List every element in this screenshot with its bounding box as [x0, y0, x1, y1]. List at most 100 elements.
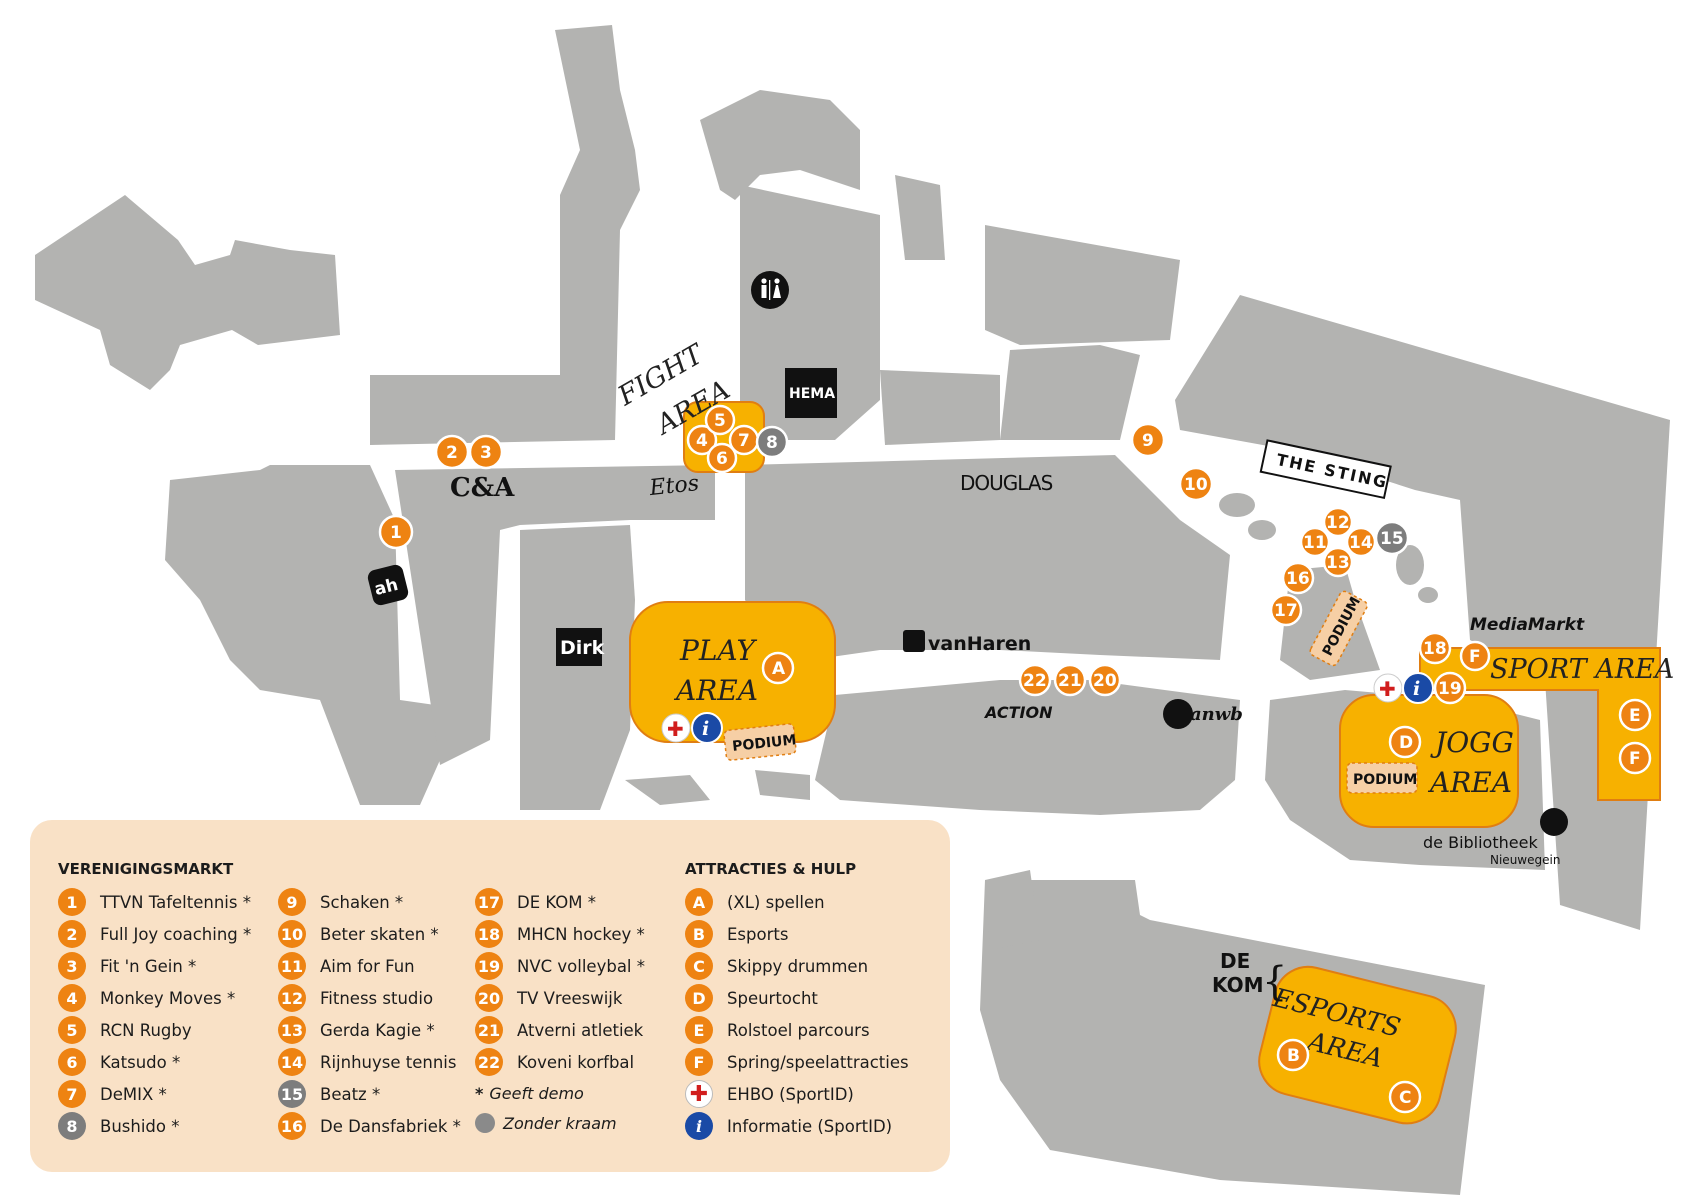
podium-jogg-label: PODIUM	[1353, 772, 1417, 788]
sport-area-label: SPORT AREA	[1490, 654, 1674, 685]
legend-badge: i	[685, 1112, 713, 1140]
marker-B[interactable]: B	[1276, 1038, 1310, 1072]
marker-E[interactable]: E	[1618, 698, 1652, 732]
marker-2[interactable]: 2	[434, 434, 470, 470]
marker-7[interactable]: 7	[728, 424, 760, 456]
legend-label: Schaken *	[320, 892, 404, 912]
legend-label: Atverni atletiek	[517, 1020, 644, 1040]
legend-label: De Dansfabriek *	[320, 1116, 461, 1136]
legend-title-verenigingsmarkt: VERENIGINGSMARKT	[58, 860, 234, 878]
sport-area[interactable]: SPORT AREA	[1419, 647, 1674, 801]
marker-17[interactable]: 17	[1269, 593, 1303, 627]
marker-1[interactable]: 1	[378, 514, 414, 550]
building-south-small1	[625, 775, 710, 805]
podium-jogg: PODIUM	[1346, 762, 1418, 794]
legend-badge: 21	[475, 1016, 503, 1044]
building-north-tower-left	[555, 25, 640, 440]
podium-play: PODIUM	[723, 723, 797, 761]
jogg-area-zone[interactable]	[1339, 694, 1519, 828]
marker-3[interactable]: 3	[468, 434, 504, 470]
legend-badge: 17	[475, 888, 503, 916]
jogg-area-label-2: AREA	[1427, 766, 1512, 799]
first-aid-icon[interactable]: ✚	[661, 713, 691, 743]
legend-label: Monkey Moves *	[100, 988, 236, 1008]
marker-14[interactable]: 14	[1345, 526, 1377, 558]
marker-16[interactable]: 16	[1281, 561, 1315, 595]
legend-label: Speurtocht	[727, 988, 818, 1008]
anwb-logo: anwb	[1190, 704, 1243, 725]
vanharen-logo: vanHaren	[928, 633, 1031, 655]
building-hema	[740, 185, 880, 440]
marker-12[interactable]: 12	[1322, 506, 1354, 538]
play-area-zone[interactable]	[629, 601, 836, 743]
marker-20[interactable]: 20	[1088, 663, 1122, 697]
legend-label: DE KOM *	[517, 892, 597, 912]
legend-label: (XL) spellen	[727, 892, 825, 912]
legend-badge: 22	[475, 1048, 503, 1076]
marker-15[interactable]: 15	[1374, 520, 1410, 556]
info-icon[interactable]: i	[691, 712, 723, 744]
svg-text:14: 14	[1349, 533, 1373, 553]
dirk-logo-box	[556, 628, 602, 666]
ca-logo: C&A	[450, 473, 515, 503]
svg-text:9: 9	[1142, 431, 1154, 451]
marker-10[interactable]: 10	[1178, 466, 1214, 502]
svg-text:✚: ✚	[1379, 677, 1396, 701]
legend-badge: 16	[278, 1112, 306, 1140]
marker-9[interactable]: 9	[1130, 422, 1166, 458]
aid-markers[interactable]: ✚ i ✚ i	[661, 672, 1434, 744]
markers[interactable]: 1 2 3 4 5 6 7 8 9 10 11 12 13 14 15 16 1…	[378, 404, 1652, 1114]
marker-21[interactable]: 21	[1053, 663, 1087, 697]
building-thesting	[1175, 295, 1670, 930]
svg-text:B: B	[1287, 1046, 1300, 1066]
legend-badge: 1	[58, 888, 86, 916]
marker-8[interactable]: 8	[755, 425, 789, 459]
building-north-arc	[700, 90, 860, 200]
marker-11[interactable]: 11	[1299, 526, 1331, 558]
legend-badge: ✚	[685, 1080, 713, 1108]
marker-22[interactable]: 22	[1018, 663, 1052, 697]
marker-F-sport-top[interactable]: F	[1459, 640, 1491, 672]
legend-badge: 3	[58, 952, 86, 980]
legend-badge: 9	[278, 888, 306, 916]
building-south-left-block	[985, 870, 1040, 950]
marker-6[interactable]: 6	[706, 442, 738, 474]
ah-logo-box	[367, 564, 409, 606]
jogg-area[interactable]: JOGG AREA	[1339, 694, 1519, 828]
svg-text:6: 6	[716, 449, 728, 469]
action-logo: ACTION	[983, 703, 1053, 722]
marker-4[interactable]: 4	[686, 424, 718, 456]
podium-sting-box	[1309, 590, 1368, 667]
podium-play-box	[723, 723, 797, 761]
legend-item: 16 De Dansfabriek *	[278, 1110, 461, 1142]
legend-item: ✚EHBO (SportID)	[685, 1078, 909, 1110]
play-area[interactable]: PLAY AREA	[629, 601, 836, 743]
legend-badge: 7	[58, 1080, 86, 1108]
marker-13[interactable]: 13	[1322, 546, 1354, 578]
marker-D[interactable]: D	[1388, 725, 1422, 759]
legend-label: Bushido *	[100, 1116, 180, 1136]
first-aid-icon[interactable]: ✚	[1373, 673, 1403, 703]
marker-18[interactable]: 18	[1418, 631, 1452, 665]
svg-text:8: 8	[766, 433, 778, 453]
legend-label: Skippy drummen	[727, 956, 869, 976]
etos-logo: Etos	[647, 471, 700, 501]
legend-label: DeMIX *	[100, 1084, 167, 1104]
marker-5[interactable]: 5	[704, 404, 736, 436]
marker-F-sport[interactable]: F	[1618, 741, 1652, 775]
info-icon[interactable]: i	[1402, 672, 1434, 704]
svg-text:13: 13	[1326, 553, 1350, 573]
legend-badge: 6	[58, 1048, 86, 1076]
marker-19[interactable]: 19	[1433, 671, 1467, 705]
svg-text:20: 20	[1093, 671, 1117, 691]
marker-C[interactable]: C	[1388, 1080, 1422, 1114]
podium-jogg-box	[1346, 762, 1418, 794]
marker-A[interactable]: A	[761, 651, 795, 685]
